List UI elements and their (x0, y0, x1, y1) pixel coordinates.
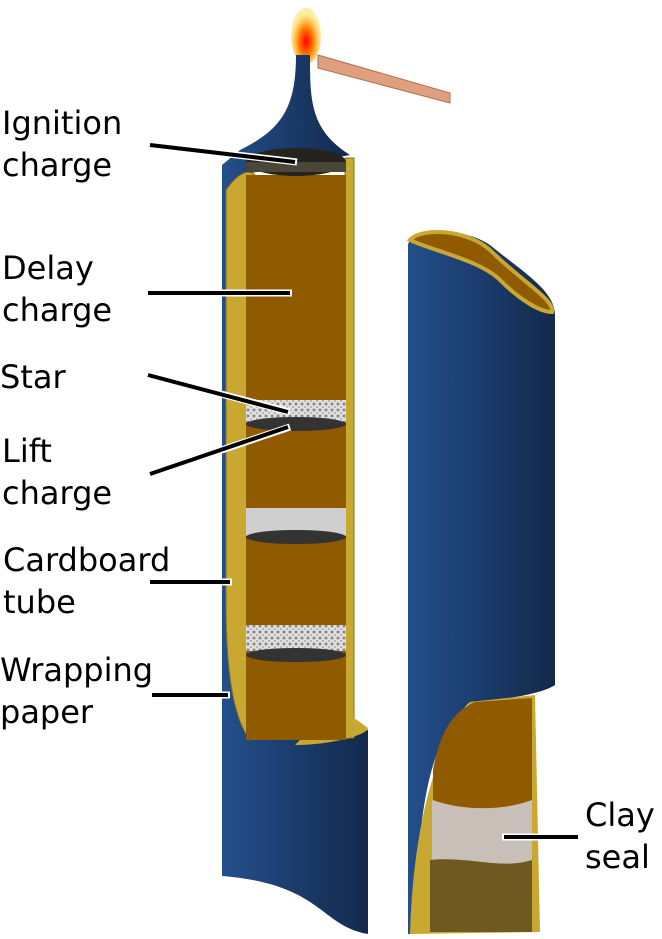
lift-separator (246, 508, 346, 544)
right-tube (406, 230, 555, 934)
left-tube-cutaway (222, 55, 368, 934)
leader-lines (147, 141, 578, 841)
clay-seal (432, 800, 532, 864)
star-pellet (246, 625, 346, 662)
label-star: Star (0, 358, 66, 396)
match-icon (291, 8, 451, 104)
